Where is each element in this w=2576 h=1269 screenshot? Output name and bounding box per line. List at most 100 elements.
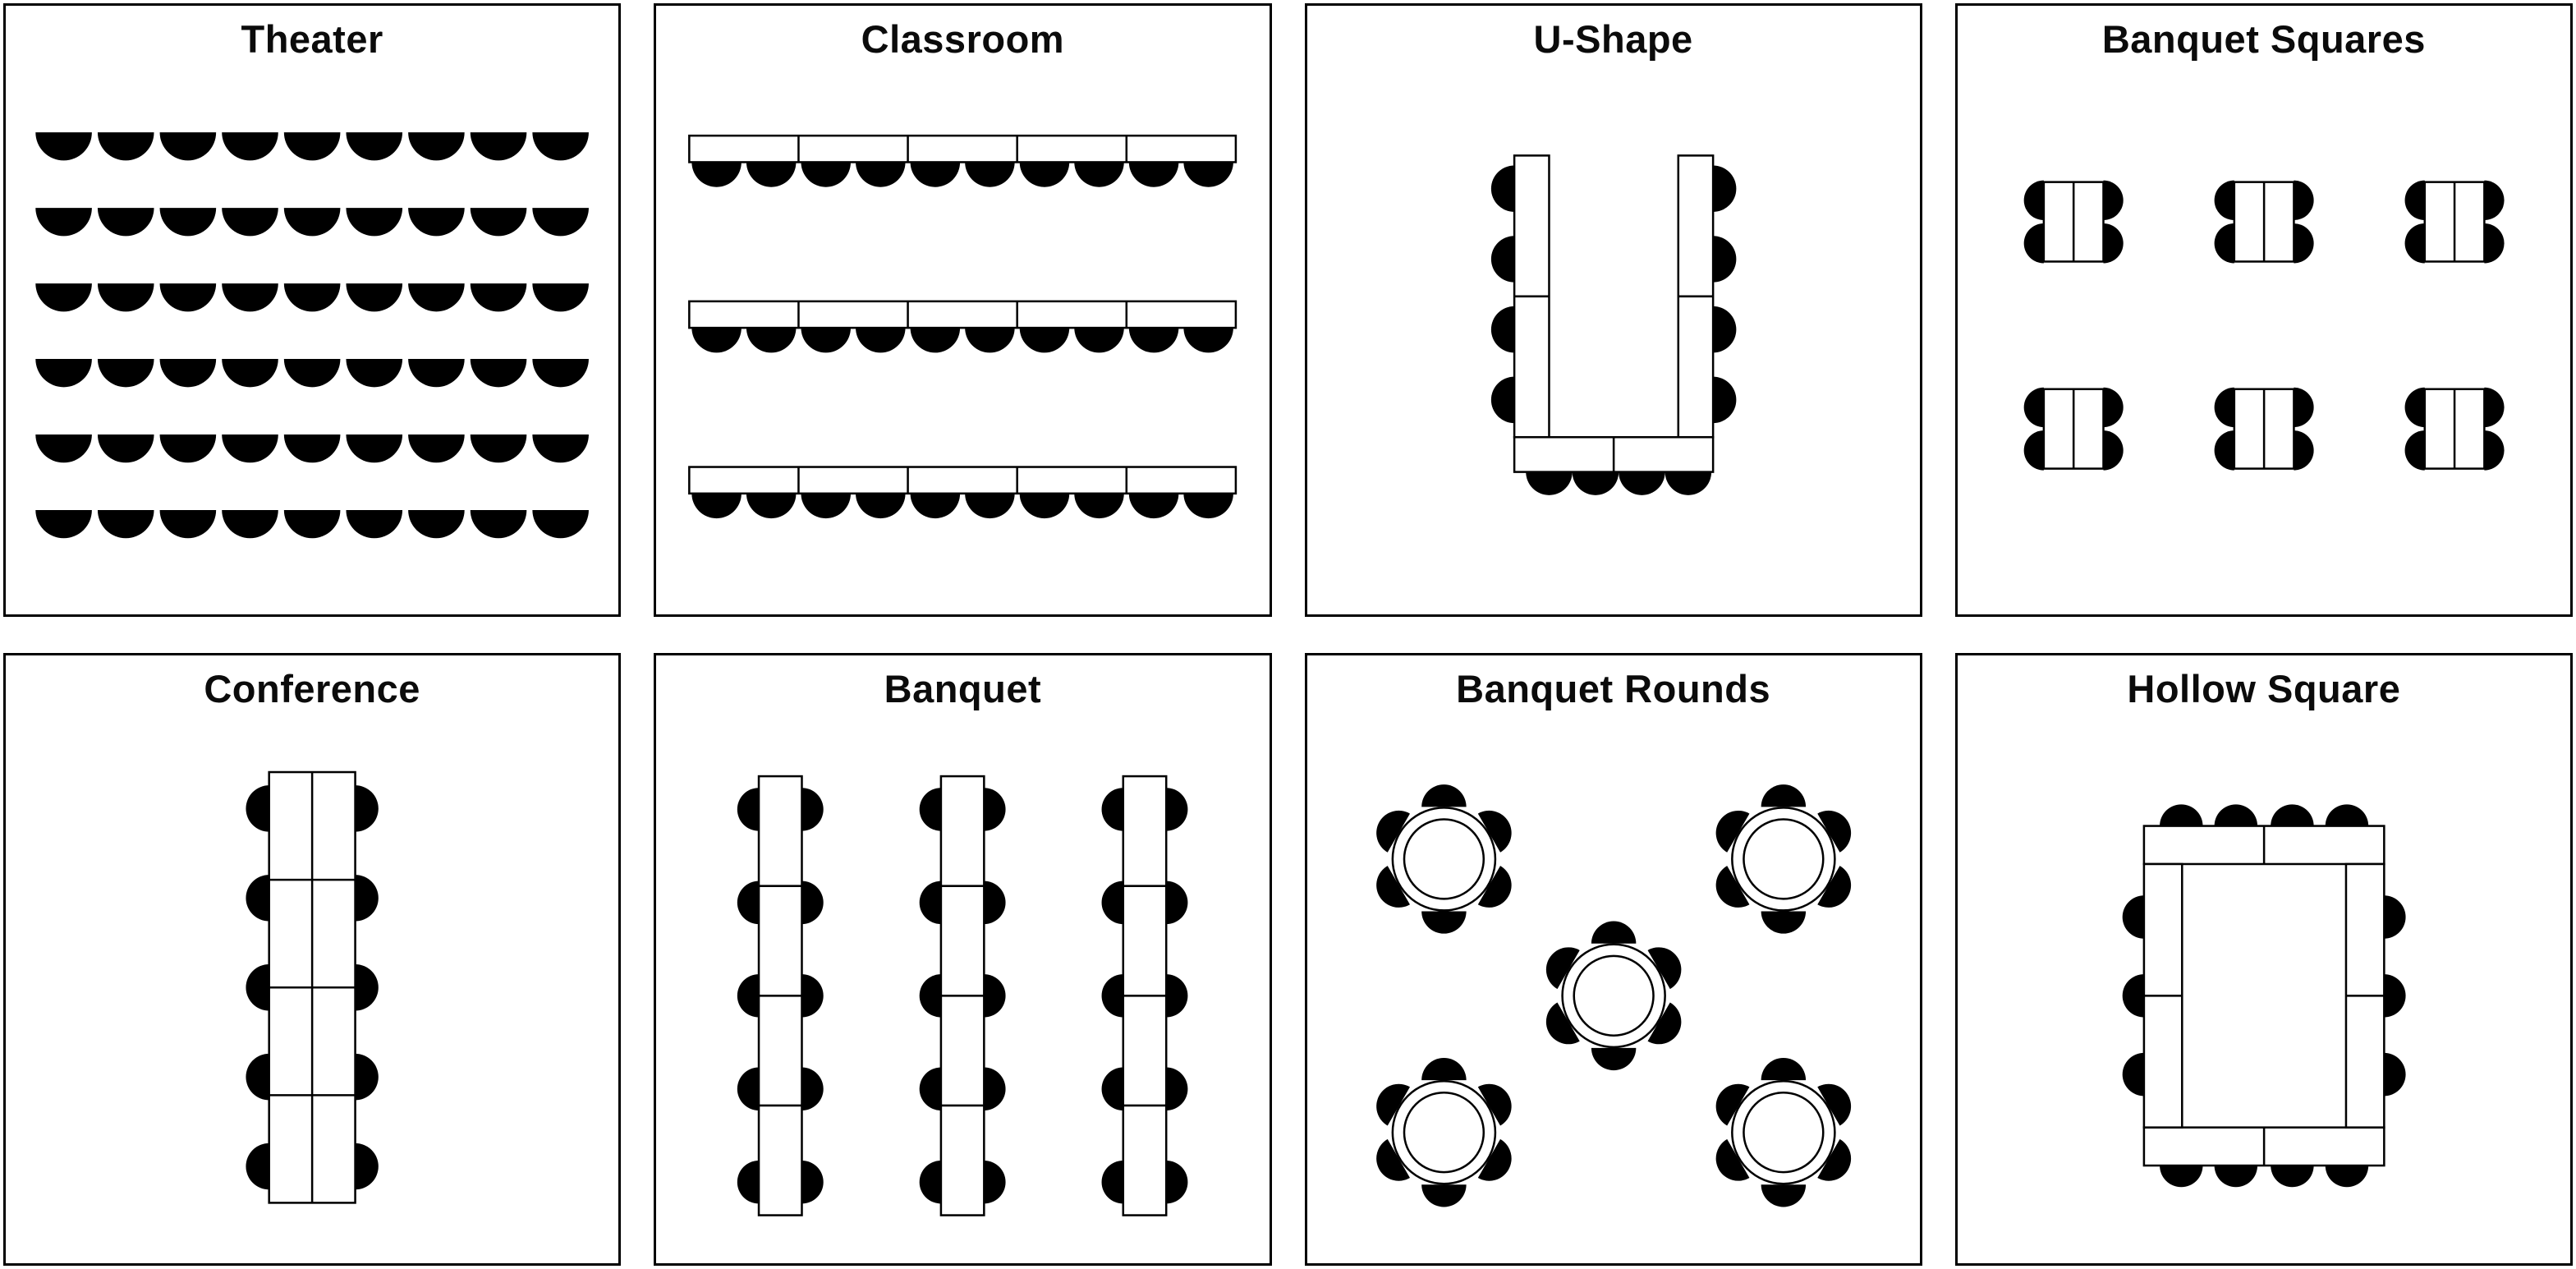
theater-diagram: [35, 132, 589, 539]
chair: [856, 328, 906, 353]
chair: [1761, 1184, 1806, 1207]
chair: [408, 434, 465, 463]
chair: [1761, 1057, 1806, 1080]
chair: [1375, 865, 1410, 908]
floorplan-grid: Theater Classroom U-Shape Banquet Square…: [3, 3, 2573, 1266]
chair: [283, 283, 341, 312]
chair: [283, 208, 341, 237]
table: [688, 134, 1237, 163]
chair: [1101, 787, 1124, 831]
chair: [2384, 894, 2406, 939]
chair: [408, 208, 465, 237]
panel-banquet: Banquet: [654, 652, 1272, 1266]
chair: [1816, 865, 1851, 908]
chair: [1712, 236, 1736, 283]
chair: [1545, 1002, 1580, 1044]
chair: [856, 162, 906, 187]
chair: [35, 132, 92, 161]
chair: [1166, 1067, 1188, 1110]
chair: [1101, 1160, 1124, 1203]
chair: [283, 434, 341, 463]
banquet-squares-diagram: [2023, 180, 2505, 471]
chair: [97, 434, 154, 463]
hollow-square-diagram: [2122, 803, 2406, 1187]
chair: [159, 434, 217, 463]
chair: [691, 493, 742, 519]
chair: [801, 787, 824, 831]
u-shape-diagram: [1490, 154, 1736, 495]
chair: [35, 434, 92, 463]
chair: [1715, 1138, 1749, 1181]
chair: [246, 963, 269, 1011]
chair: [2214, 387, 2234, 428]
chair: [746, 493, 797, 519]
chair: [984, 787, 1006, 831]
chair: [532, 283, 589, 312]
chair: [1816, 810, 1851, 853]
round-table: [1391, 806, 1496, 912]
chair: [283, 510, 341, 539]
chair: [801, 493, 852, 519]
chair: [2103, 223, 2124, 264]
chair: [1074, 493, 1125, 519]
classroom-diagram-area: [656, 62, 1269, 614]
chair: [470, 510, 527, 539]
banquet-diagram: [737, 775, 1188, 1216]
chair: [283, 132, 341, 161]
chair: [1375, 810, 1410, 853]
chair: [910, 162, 961, 187]
chair: [222, 283, 278, 312]
chair: [856, 493, 906, 519]
chair: [910, 493, 961, 519]
chair: [1712, 376, 1736, 424]
chair: [2159, 803, 2203, 826]
chair: [2214, 430, 2234, 471]
chair: [984, 1160, 1006, 1203]
panel-title-classroom: Classroom: [861, 17, 1065, 61]
chair: [1421, 910, 1467, 934]
panel-classroom: Classroom: [654, 3, 1272, 617]
chair: [801, 328, 852, 353]
chair: [2325, 1165, 2368, 1187]
chair: [2023, 180, 2044, 221]
chair: [1101, 1067, 1124, 1110]
chair: [1591, 1047, 1636, 1070]
chair: [532, 434, 589, 463]
chair: [1101, 973, 1124, 1018]
chair: [2270, 1165, 2314, 1187]
panel-banquet-rounds: Banquet Rounds: [1304, 652, 1922, 1266]
chair: [222, 434, 278, 463]
chair: [691, 162, 742, 187]
chair: [532, 510, 589, 539]
chair: [2270, 803, 2314, 826]
chair: [2214, 180, 2234, 221]
panel-theater: Theater: [3, 3, 622, 617]
chair: [910, 328, 961, 353]
round-table: [1730, 1079, 1836, 1185]
panel-title-theater: Theater: [241, 17, 383, 61]
chair: [1183, 493, 1234, 519]
chair: [2404, 387, 2425, 428]
chair: [97, 132, 154, 161]
chair: [1477, 865, 1512, 908]
chair: [2122, 973, 2144, 1018]
chair: [2294, 387, 2314, 428]
chair: [746, 162, 797, 187]
chair: [246, 1143, 269, 1189]
chair: [1101, 880, 1124, 924]
chair: [246, 784, 269, 832]
chair: [984, 973, 1006, 1018]
chair: [532, 132, 589, 161]
chair: [470, 359, 527, 388]
chair: [159, 359, 217, 388]
chair: [919, 787, 942, 831]
chair: [355, 784, 379, 832]
panel-title-conference: Conference: [204, 666, 420, 710]
chair: [2484, 223, 2505, 264]
chair: [691, 328, 742, 353]
chair: [346, 359, 403, 388]
chair: [408, 510, 465, 539]
chair: [470, 434, 527, 463]
chair: [1665, 471, 1711, 495]
chair: [965, 328, 1015, 353]
